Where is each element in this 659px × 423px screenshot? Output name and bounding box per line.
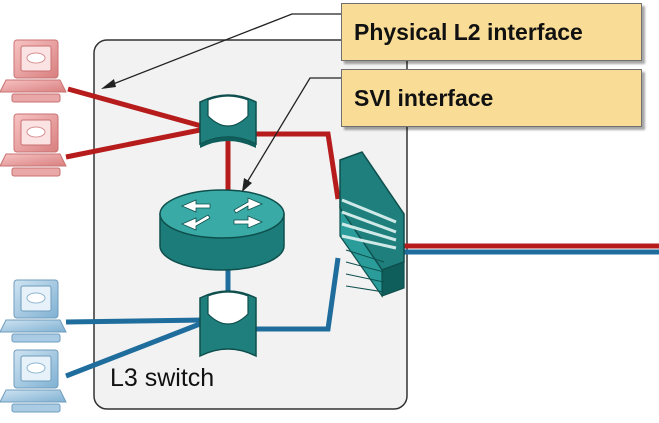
pc-icon bbox=[0, 279, 67, 343]
arrowhead-l2 bbox=[101, 79, 116, 89]
link-pc3-l2switch bbox=[65, 317, 206, 325]
pc-icon bbox=[0, 113, 67, 177]
link-pc1-l2switch bbox=[67, 86, 206, 130]
l2-switch-icon bbox=[199, 290, 257, 358]
link-l2switch-trunk-blue bbox=[255, 257, 341, 332]
callout-svi-interface: SVI interface bbox=[341, 69, 642, 127]
link-l2switch-trunk-red bbox=[255, 131, 341, 200]
trunk-interface-icon bbox=[339, 151, 405, 298]
pointer-svi bbox=[245, 77, 341, 185]
pc-icon bbox=[0, 39, 67, 103]
l2-switch-icon bbox=[199, 94, 257, 148]
callout-svi-label: SVI interface bbox=[354, 84, 494, 111]
link-pc4-l2switch bbox=[65, 319, 206, 379]
callout-pointers bbox=[107, 13, 341, 185]
callout-physical-l2-interface: Physical L2 interface bbox=[341, 3, 642, 61]
link-pc2-l2switch bbox=[65, 126, 206, 160]
arrowhead-svi bbox=[242, 178, 252, 192]
red-vlan-links bbox=[65, 86, 659, 249]
pc-icon bbox=[0, 349, 67, 413]
blue-vlan-links bbox=[65, 249, 659, 379]
router-icon bbox=[159, 189, 285, 271]
l3-switch-label: L3 switch bbox=[110, 364, 215, 392]
callout-l2-label: Physical L2 interface bbox=[354, 18, 583, 45]
pointer-l2 bbox=[107, 13, 341, 87]
